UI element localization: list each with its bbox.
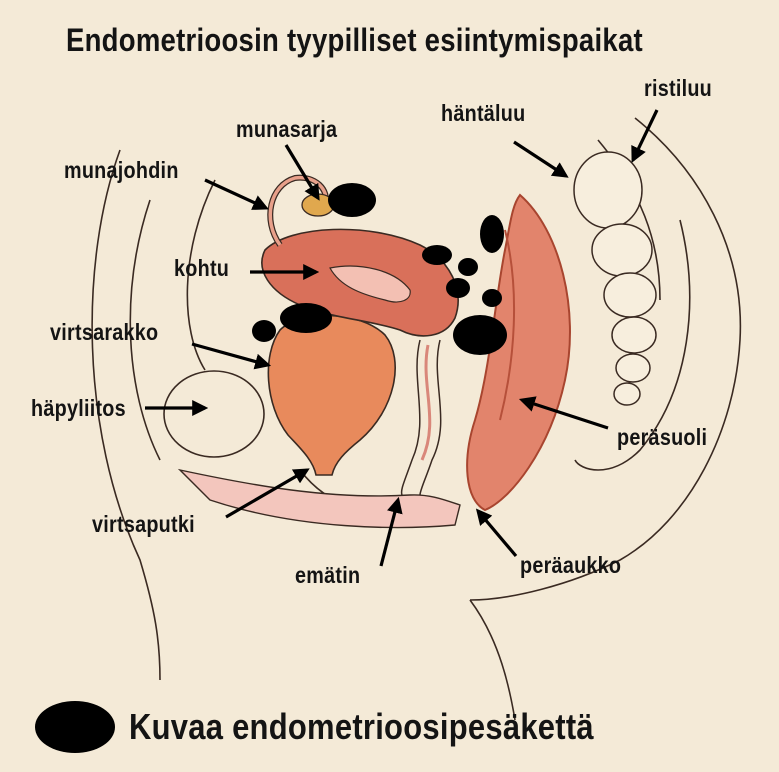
coccyx-vertebrae bbox=[574, 152, 656, 405]
lesion-cul-de-sac-3 bbox=[446, 278, 470, 298]
vagina bbox=[402, 340, 441, 495]
label-perasuoli: peräsuoli bbox=[617, 424, 707, 451]
lesion-cul-de-sac-1 bbox=[422, 245, 452, 265]
legend-marker bbox=[35, 701, 115, 753]
label-virtsaputki: virtsaputki bbox=[92, 511, 195, 538]
arrow-munasarja bbox=[286, 145, 318, 198]
perineum-band bbox=[180, 470, 460, 527]
arrow-hantaluu bbox=[514, 142, 566, 176]
lesion-bladder bbox=[252, 320, 276, 342]
label-hantaluu: häntäluu bbox=[441, 100, 525, 127]
lesion-uterus-front bbox=[280, 303, 332, 333]
label-kohtu: kohtu bbox=[174, 255, 229, 282]
label-munajohdin: munajohdin bbox=[64, 157, 179, 184]
label-ristiluu: ristiluu bbox=[644, 75, 712, 102]
lesion-douglas bbox=[453, 315, 507, 355]
pubic-symphysis bbox=[164, 371, 264, 457]
lesion-rectum-top bbox=[480, 215, 504, 253]
diagram-title: Endometrioosin tyypilliset esiintymispai… bbox=[66, 22, 643, 59]
legend-text: Kuvaa endometrioosipesäkettä bbox=[129, 706, 594, 748]
label-peraaukko: peräaukko bbox=[520, 552, 621, 579]
arrow-virtsarakko bbox=[192, 344, 268, 365]
label-munasarja: munasarja bbox=[236, 116, 337, 143]
arrow-peraaukko bbox=[478, 511, 516, 556]
lesion-rectum-side bbox=[482, 289, 502, 307]
label-virtsarakko: virtsarakko bbox=[50, 319, 158, 346]
lesion-cul-de-sac-2 bbox=[458, 258, 478, 276]
bladder bbox=[268, 316, 395, 475]
label-ematin: emätin bbox=[295, 562, 360, 589]
lesion-ovary bbox=[328, 183, 376, 217]
label-hapyliitos: häpyliitos bbox=[31, 395, 126, 422]
arrow-munajohdin bbox=[205, 180, 266, 208]
